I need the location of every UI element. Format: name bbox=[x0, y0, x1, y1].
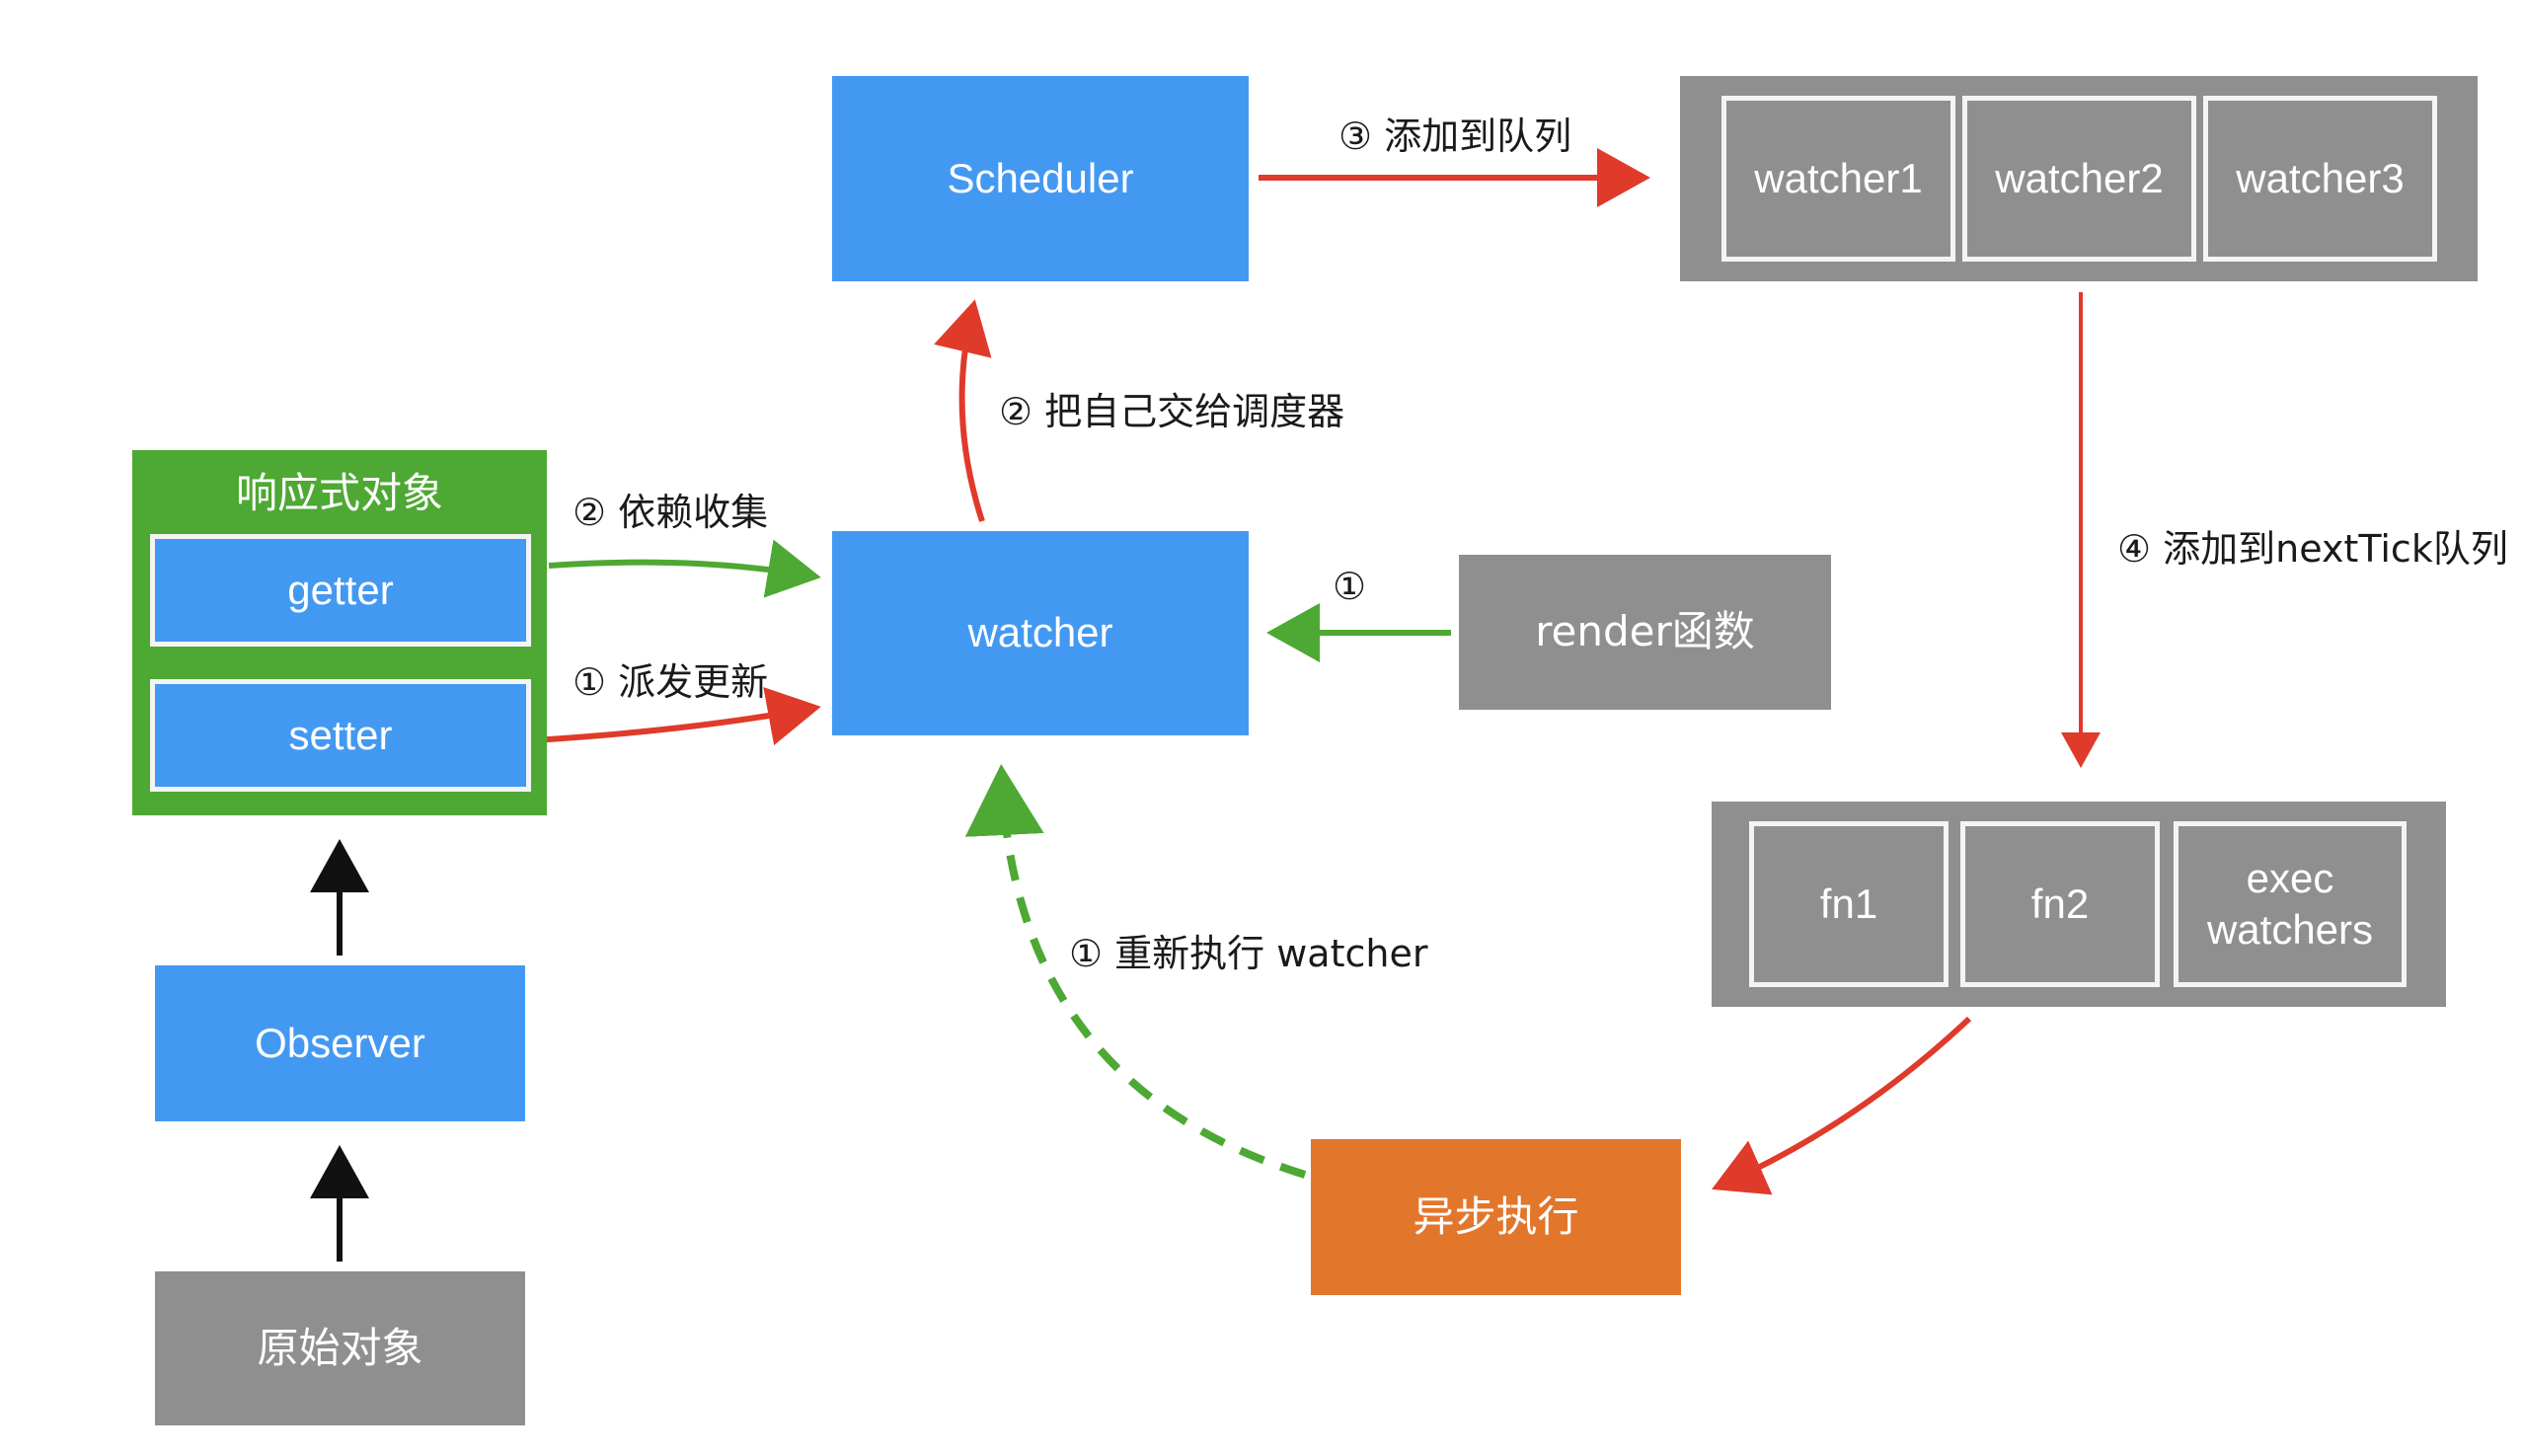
caption-dispatch-update: ① 派发更新 bbox=[573, 660, 769, 704]
arrow-nexttick-to-async bbox=[1712, 1016, 1972, 1195]
nexttick-queue: fn1 fn2 exec watchers bbox=[1712, 802, 2446, 1007]
queue-item: watcher2 bbox=[1962, 96, 2196, 262]
caption-add-to-queue: ③ 添加到队列 bbox=[1338, 115, 1572, 158]
nexttick-item-label: fn1 bbox=[1819, 880, 1878, 927]
render-function-label: render函数 bbox=[1535, 607, 1755, 656]
nexttick-item: fn1 bbox=[1749, 821, 1949, 987]
nexttick-item-label: fn2 bbox=[2030, 880, 2090, 927]
queue-item: watcher3 bbox=[2203, 96, 2437, 262]
caption-render-to-watcher: ① bbox=[1333, 565, 1367, 608]
arrow-rerun-watcher bbox=[964, 764, 1307, 1179]
nexttick-item: exec watchers bbox=[2174, 821, 2407, 987]
render-function-node: render函数 bbox=[1459, 555, 1831, 710]
async-exec-node: 异步执行 bbox=[1311, 1139, 1681, 1295]
raw-object-label: 原始对象 bbox=[257, 1323, 423, 1372]
observer-node: Observer bbox=[155, 965, 525, 1121]
queue-item-label: watcher1 bbox=[1754, 154, 1923, 201]
raw-object-node: 原始对象 bbox=[155, 1271, 525, 1425]
nexttick-item: fn2 bbox=[1960, 821, 2160, 987]
observer-label: Observer bbox=[255, 1019, 425, 1066]
caption-add-to-nexttick: ④ 添加到nextTick队列 bbox=[2117, 527, 2508, 571]
caption-dep-collect: ② 依赖收集 bbox=[573, 491, 769, 534]
arrow-dispatch-update bbox=[532, 687, 821, 746]
caption-give-to-scheduler: ② 把自己交给调度器 bbox=[999, 390, 1345, 433]
async-exec-label: 异步执行 bbox=[1413, 1191, 1579, 1241]
arrow-give-to-scheduler bbox=[934, 299, 992, 522]
scheduler-label: Scheduler bbox=[947, 154, 1134, 201]
getter-node: getter bbox=[150, 534, 531, 647]
watcher-label: watcher bbox=[967, 609, 1113, 656]
setter-label: setter bbox=[288, 711, 393, 758]
watcher-node: watcher bbox=[832, 531, 1249, 735]
caption-rerun-watcher: ① 重新执行 watcher bbox=[1069, 932, 1428, 975]
queue-item-label: watcher3 bbox=[2236, 154, 2405, 201]
nexttick-item-label: exec watchers bbox=[2206, 854, 2374, 954]
setter-node: setter bbox=[150, 679, 531, 792]
watcher-queue: watcher1 watcher2 watcher3 bbox=[1680, 76, 2478, 281]
scheduler-node: Scheduler bbox=[832, 76, 1249, 281]
reactive-object-group: 响应式对象 getter setter bbox=[132, 450, 547, 815]
getter-label: getter bbox=[287, 566, 394, 613]
arrow-dep-collect bbox=[548, 539, 821, 598]
queue-item-label: watcher2 bbox=[1995, 154, 2164, 201]
reactive-object-title: 响应式对象 bbox=[235, 469, 443, 517]
queue-item: watcher1 bbox=[1721, 96, 1955, 262]
